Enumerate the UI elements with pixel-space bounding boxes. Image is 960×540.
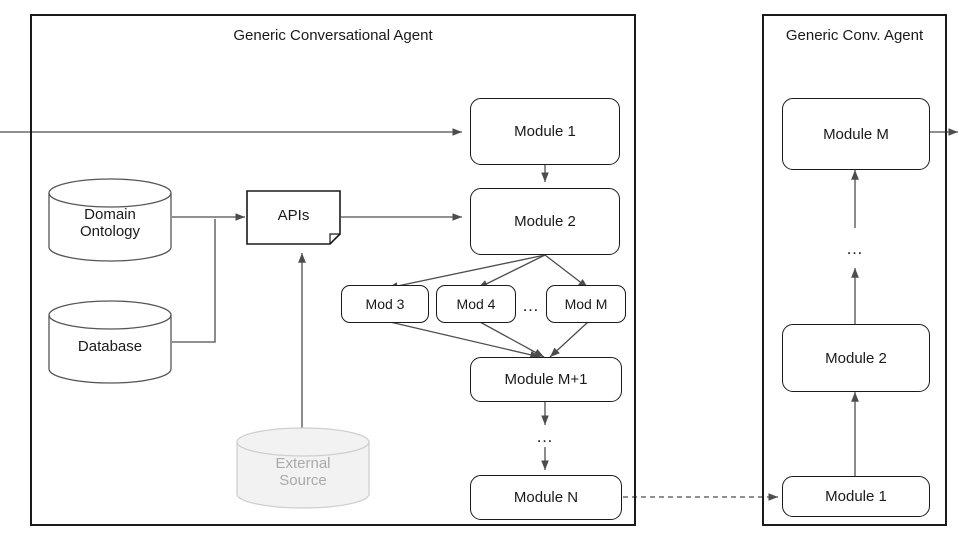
right-chain-ellipsis: … [846,239,864,258]
node-right-module-m[interactable]: Module M [782,98,930,170]
left-agent-frame [30,14,636,526]
node-database-label: Database [77,337,143,355]
cylinder-icon [48,178,172,262]
node-apis[interactable]: APIs [246,190,341,245]
node-domain-ontology[interactable]: Domain Ontology [48,178,172,262]
node-module-m-plus-1[interactable]: Module M+1 [470,357,622,402]
node-external-source[interactable]: External Source [236,427,370,509]
left-agent-title: Generic Conversational Agent [233,27,433,44]
node-apis-label: APIs [277,207,310,224]
node-right-module-2[interactable]: Module 2 [782,324,930,392]
node-right-module-1[interactable]: Module 1 [782,476,930,517]
cylinder-icon [236,427,370,509]
right-agent-title: Generic Conv. Agent [785,27,924,44]
node-mod-3[interactable]: Mod 3 [341,285,429,323]
right-agent-frame [762,14,947,526]
node-module-2[interactable]: Module 2 [470,188,620,255]
node-mod-4[interactable]: Mod 4 [436,285,516,323]
left-chain-ellipsis: … [536,427,554,446]
node-database[interactable]: Database [48,300,172,384]
node-external-source-label: External Source [275,455,331,489]
cylinder-icon [48,300,172,384]
document-shape-icon [246,190,341,245]
node-domain-ontology-label: Domain Ontology [79,206,141,240]
mod-row-ellipsis: … [522,296,540,315]
node-mod-m[interactable]: Mod M [546,285,626,323]
node-module-n[interactable]: Module N [470,475,622,520]
node-module-1[interactable]: Module 1 [470,98,620,165]
